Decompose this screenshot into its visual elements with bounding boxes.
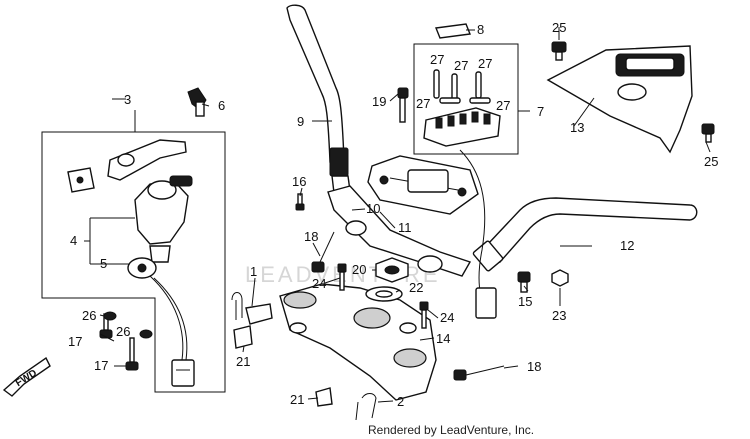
callouts: 1 2 3 4 5 6 7 8 9 10 11 12 13 14 15 16 1…: [68, 20, 718, 409]
callout-27-b: 27: [454, 58, 468, 73]
callout-17-upper: 17: [68, 334, 82, 349]
bolt-24-left: [337, 263, 347, 291]
callout-3: 3: [124, 92, 131, 107]
callout-24-right: 24: [440, 310, 454, 325]
ignition-switch-group: [41, 110, 226, 393]
bolt-18-upper: [311, 231, 335, 273]
screw-17-lower: [125, 337, 139, 371]
callout-21-upper: 21: [236, 354, 250, 369]
forward-arrow-icon: FWD: [2, 356, 51, 397]
callout-26-right: 26: [116, 324, 130, 339]
callout-4: 4: [70, 233, 77, 248]
handlebar-cover-13: [546, 45, 693, 154]
callout-25-right: 25: [704, 154, 718, 169]
callout-20: 20: [352, 262, 366, 277]
callout-17-lower: 17: [94, 358, 108, 373]
top-bridge-14: [279, 283, 437, 401]
callout-24-left: 24: [312, 276, 326, 291]
callout-27-c: 27: [478, 56, 492, 71]
cap-21-lower: [315, 387, 333, 407]
callout-25-top: 25: [552, 20, 566, 35]
callout-12: 12: [620, 238, 634, 253]
callout-11: 11: [398, 220, 412, 235]
callout-6: 6: [218, 98, 225, 113]
callout-21-lower: 21: [290, 392, 304, 407]
lower-holder-10: [327, 185, 472, 277]
callout-27-a: 27: [430, 52, 444, 67]
washer-26-b: [139, 329, 153, 339]
callout-18-upper: 18: [304, 229, 318, 244]
bolt-24-right: [419, 301, 429, 329]
callout-16: 16: [292, 174, 306, 189]
callout-8: 8: [477, 22, 484, 37]
callout-27-e: 27: [496, 98, 510, 113]
callout-9: 9: [297, 114, 304, 129]
screw-19: [397, 87, 409, 123]
footer-credit: Rendered by LeadVenture, Inc.: [368, 423, 534, 437]
callout-27-d: 27: [416, 96, 430, 111]
callout-19: 19: [372, 94, 386, 109]
callout-18-lower: 18: [527, 359, 541, 374]
label-8: [435, 23, 471, 39]
callout-22: 22: [409, 280, 423, 295]
bolt-15: [517, 271, 531, 293]
callout-26-left: 26: [82, 308, 96, 323]
switch-parts-box-7: [413, 43, 519, 155]
callout-5: 5: [100, 256, 107, 271]
stem-nut-20: [375, 257, 409, 283]
bolt-25-top: [551, 41, 567, 61]
cap-21-upper: [233, 325, 253, 349]
bolt-25-right: [701, 123, 715, 143]
callout-2: 2: [397, 394, 404, 409]
callout-23: 23: [552, 308, 566, 323]
callout-7: 7: [537, 104, 544, 119]
callout-10: 10: [366, 201, 380, 216]
nut-23: [551, 269, 569, 287]
leader-lines: [84, 27, 711, 403]
u-clip-1: [231, 292, 273, 325]
handlebar-right-12: [472, 197, 698, 272]
wiring-connector: [475, 287, 497, 319]
callout-14: 14: [436, 331, 450, 346]
callout-13: 13: [570, 120, 584, 135]
callout-1: 1: [250, 264, 257, 279]
callout-15: 15: [518, 294, 532, 309]
washer-26-a: [103, 311, 117, 321]
bolt-18-lower: [453, 365, 505, 381]
clip-2: [355, 393, 377, 421]
screw-16: [295, 193, 305, 211]
upper-holder-11: [367, 155, 479, 215]
ignition-key-icon: [187, 87, 207, 117]
